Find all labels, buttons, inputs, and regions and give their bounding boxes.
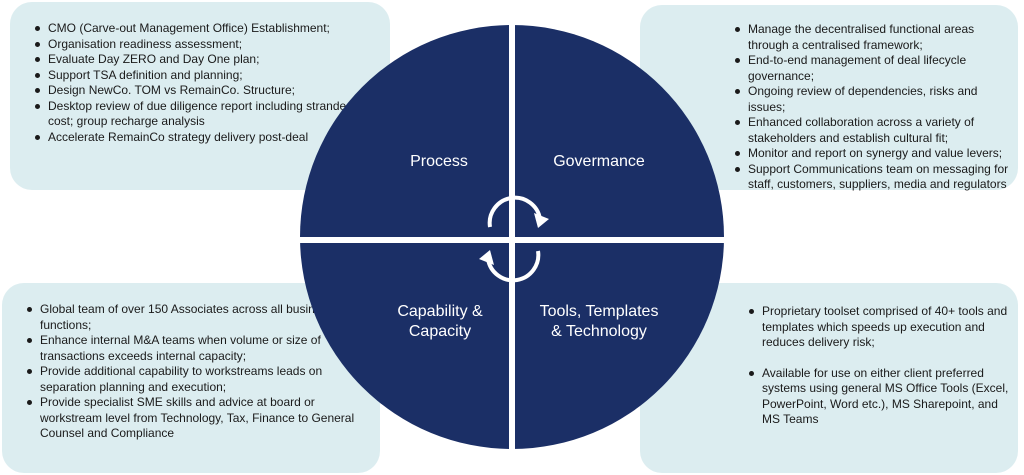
list-item: Monitor and report on synergy and value … (735, 146, 1010, 162)
list-item: Global team of over 150 Associates acros… (27, 302, 372, 333)
quadrant-label-capability-line2: Capacity (409, 323, 471, 340)
list-item: Evaluate Day ZERO and Day One plan; (35, 52, 380, 68)
cycle-arrows-icon (479, 195, 549, 283)
list-item: Desktop review of due diligence report i… (35, 99, 380, 130)
list-item: Ongoing review of dependencies, risks an… (735, 84, 1010, 115)
capability-details-box: Global team of over 150 Associates acros… (2, 283, 380, 473)
list-item: Design NewCo. TOM vs RemainCo. Structure… (35, 83, 380, 99)
list-item: Support TSA definition and planning; (35, 68, 380, 84)
quadrant-label-tools-line2: & Technology (551, 323, 647, 340)
list-item: Provide specialist SME skills and advice… (27, 395, 372, 442)
list-item: Enhance internal M&A teams when volume o… (27, 333, 372, 364)
quadrant-label-tools-line1: Tools, Templates (540, 303, 659, 320)
list-item: Available for use on either client prefe… (749, 365, 1009, 426)
list-item: Organisation readiness assessment; (35, 37, 380, 53)
capability-list: Global team of over 150 Associates acros… (26, 302, 372, 442)
list-item: Manage the decentralised functional area… (735, 22, 1010, 53)
list-item: End-to-end management of deal lifecycle … (735, 53, 1010, 84)
governance-details-box: Manage the decentralised functional area… (640, 5, 1018, 193)
quadrant-label-governance: Govermance (553, 153, 645, 170)
tools-details-box: Proprietary toolset comprised of 40+ too… (640, 283, 1018, 473)
list-item: Provide additional capability to workstr… (27, 364, 372, 395)
list-item: Accelerate RemainCo strategy delivery po… (35, 130, 380, 146)
governance-list: Manage the decentralised functional area… (734, 22, 1010, 193)
quadrant-label-process: Process (410, 153, 468, 170)
list-item: Support Communications team on messaging… (735, 161, 1009, 191)
process-list: CMO (Carve-out Management Office) Establ… (34, 21, 380, 145)
quadrant-label-capability-line1: Capability & (397, 303, 483, 320)
list-item: Enhanced collaboration across a variety … (735, 115, 1010, 146)
list-item: CMO (Carve-out Management Office) Establ… (35, 21, 380, 37)
process-details-box: CMO (Carve-out Management Office) Establ… (10, 2, 390, 190)
tools-list: Proprietary toolset comprised of 40+ too… (748, 304, 1010, 428)
list-item: Proprietary toolset comprised of 40+ too… (749, 304, 1010, 351)
